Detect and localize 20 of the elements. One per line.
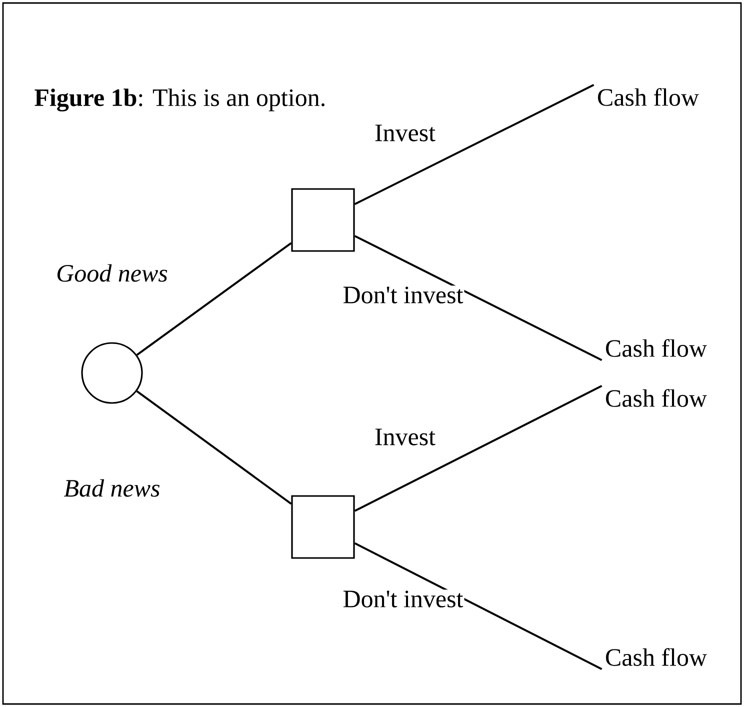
decision-node-square — [291, 495, 355, 559]
branch-label: Don't invest — [342, 590, 464, 608]
branch-line — [354, 235, 602, 362]
branch-label: Invest — [373, 124, 437, 142]
branch-label: Bad news — [62, 478, 162, 498]
outcome-text: Cash flow — [606, 389, 707, 407]
chance-node-circle — [81, 342, 143, 404]
branch-line — [136, 242, 292, 356]
outcome-text: Cash flow — [598, 88, 699, 106]
outcome-text: Cash flow — [606, 339, 707, 357]
branch-label: Invest — [373, 428, 437, 446]
branch-label: Don't invest — [342, 286, 464, 304]
branch-line — [354, 384, 602, 512]
branch-line — [354, 542, 602, 670]
decision-node-square — [291, 188, 355, 252]
branch-label: Good news — [55, 263, 169, 283]
branch-line — [354, 84, 594, 206]
branch-line — [136, 390, 292, 505]
outcome-text: Cash flow — [606, 648, 707, 666]
figure-title: Figure 1b: This is an option. — [34, 88, 324, 112]
